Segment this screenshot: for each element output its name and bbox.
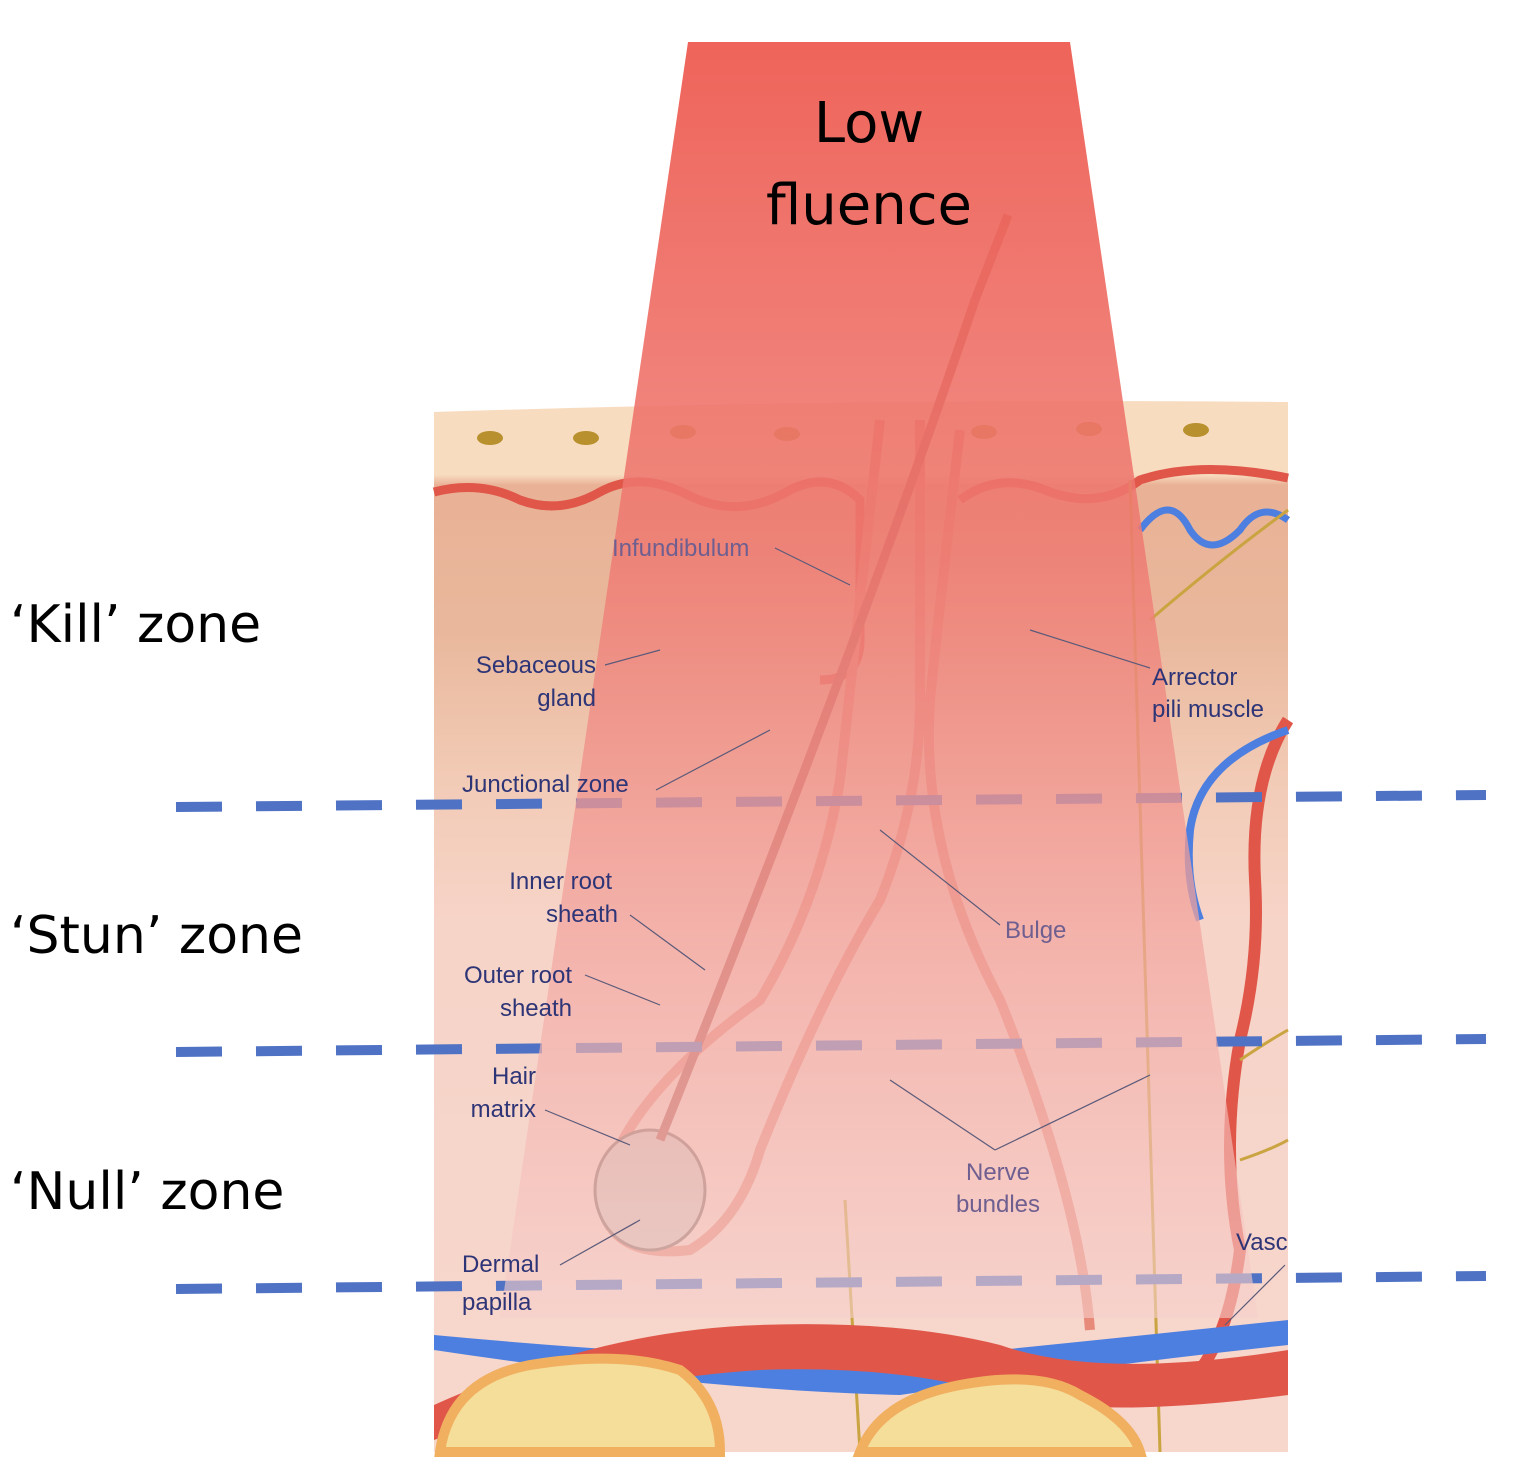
label-sebaceous-1: Sebaceous <box>476 652 596 679</box>
label-outer-root-1: Outer root <box>464 962 572 989</box>
label-inner-root-1: Inner root <box>509 868 612 895</box>
beam-label-line1: Low <box>814 91 924 156</box>
label-dermal-papilla-1: Dermal <box>462 1251 539 1278</box>
label-infundibulum: Infundibulum <box>612 535 749 562</box>
label-dermal-papilla-2: papilla <box>462 1289 532 1316</box>
laser-beam: Low fluence <box>500 42 1258 1318</box>
label-nerve-2: bundles <box>956 1191 1040 1218</box>
label-hair-matrix-1: Hair <box>492 1063 536 1090</box>
label-nerve-1: Nerve <box>966 1159 1030 1186</box>
zone-label-kill: ‘Kill’ zone <box>10 595 261 655</box>
capillary-loop-blue <box>1137 506 1291 549</box>
label-bulge: Bulge <box>1005 917 1066 944</box>
label-hair-matrix-2: matrix <box>471 1096 536 1123</box>
beam-label-line2: fluence <box>766 173 972 238</box>
zone-label-stun: ‘Stun’ zone <box>10 906 303 966</box>
label-arrector-1: Arrector <box>1152 664 1237 691</box>
fat-cell <box>434 1353 726 1457</box>
label-vasc: Vasc <box>1236 1229 1288 1256</box>
anatomy-labels: Infundibulum Sebaceous gland Junctional … <box>462 535 1288 1326</box>
label-sebaceous-2: gland <box>537 685 596 712</box>
fat-cell <box>852 1374 1147 1457</box>
label-arrector-2: pili muscle <box>1152 696 1264 723</box>
label-outer-root-2: sheath <box>500 995 572 1022</box>
zone-label-null: ‘Null’ zone <box>10 1162 284 1222</box>
blood-vessel-red-bottom <box>434 1324 1288 1440</box>
zone-labels: ‘Kill’ zone ‘Stun’ zone ‘Null’ zone <box>10 595 303 1222</box>
label-inner-root-2: sheath <box>546 901 618 928</box>
label-junctional: Junctional zone <box>462 771 629 798</box>
